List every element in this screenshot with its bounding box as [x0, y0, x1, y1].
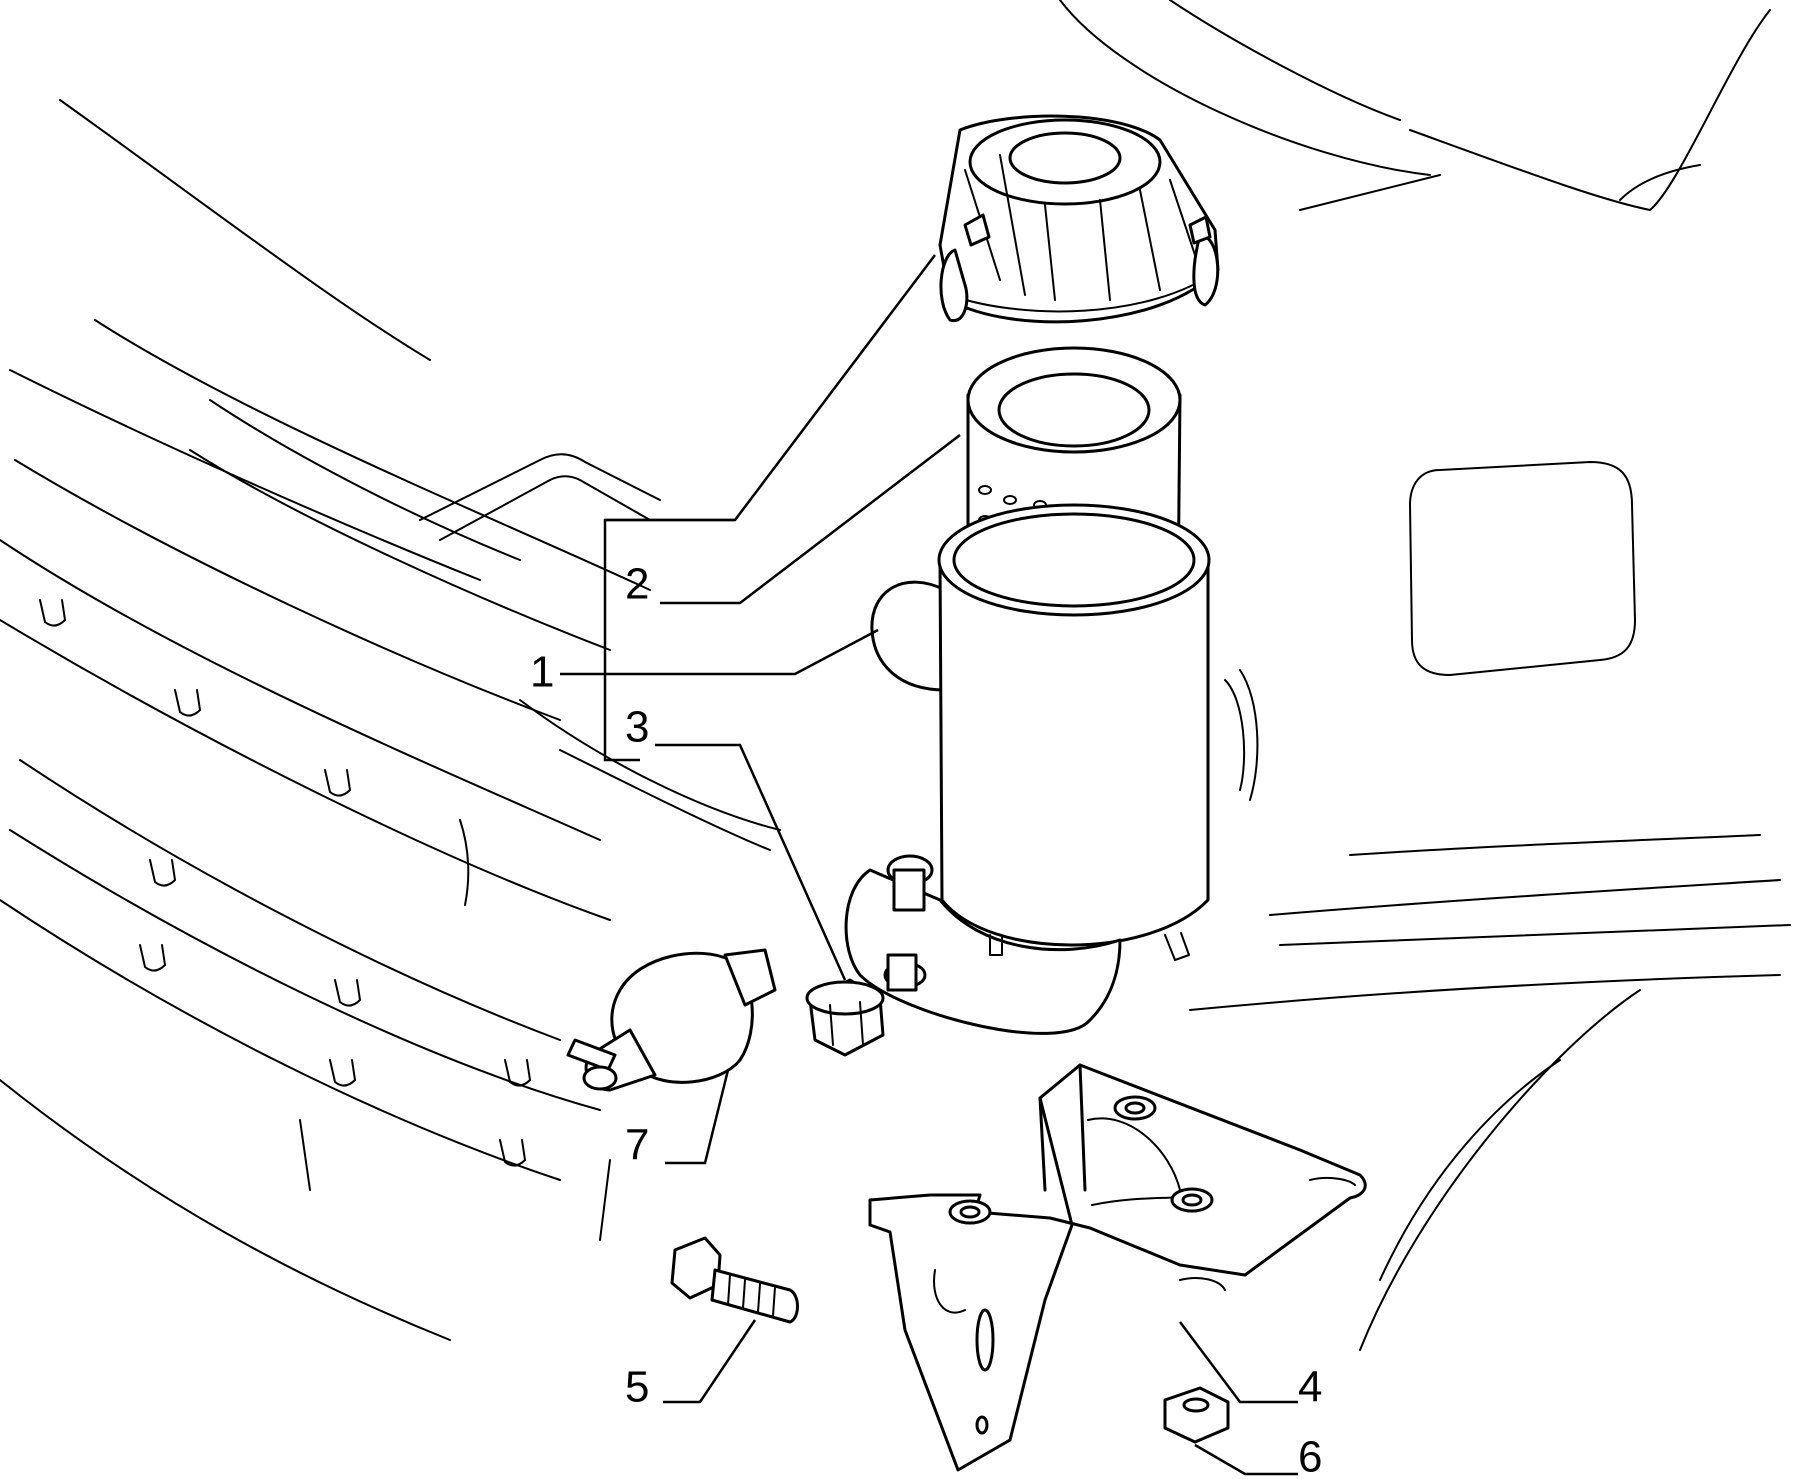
- leader-5: [663, 1319, 757, 1404]
- callout-7: 7: [625, 1121, 649, 1170]
- callout-4: 4: [1298, 1363, 1322, 1412]
- leader-6: [1194, 1443, 1298, 1476]
- valve-part: [566, 948, 777, 1092]
- nut-part: [1163, 1386, 1230, 1444]
- filter-housing: [844, 503, 1259, 1035]
- leader-bracket-group: [603, 518, 735, 762]
- leader-1: [560, 628, 879, 676]
- mounting-bracket: [868, 1063, 1367, 1472]
- leader-lines: [560, 254, 1298, 1476]
- leader-4: [1179, 1321, 1298, 1404]
- cap-nut: [805, 978, 885, 1057]
- leader-2-cover: [605, 254, 936, 522]
- callout-5: 5: [625, 1363, 649, 1412]
- background-bodywork: [0, 0, 1791, 1351]
- callout-6: 6: [1298, 1433, 1322, 1479]
- filter-cover: [938, 114, 1220, 324]
- callout-2: 2: [625, 560, 649, 609]
- leader-7: [665, 1069, 730, 1165]
- leader-2-element: [660, 434, 961, 605]
- callout-1: 1: [530, 648, 554, 697]
- bolt-part: [670, 1236, 799, 1324]
- callout-labels: 1 2 3 4 5 6 7: [530, 560, 1322, 1479]
- leader-3: [655, 743, 847, 981]
- callout-3: 3: [625, 703, 649, 752]
